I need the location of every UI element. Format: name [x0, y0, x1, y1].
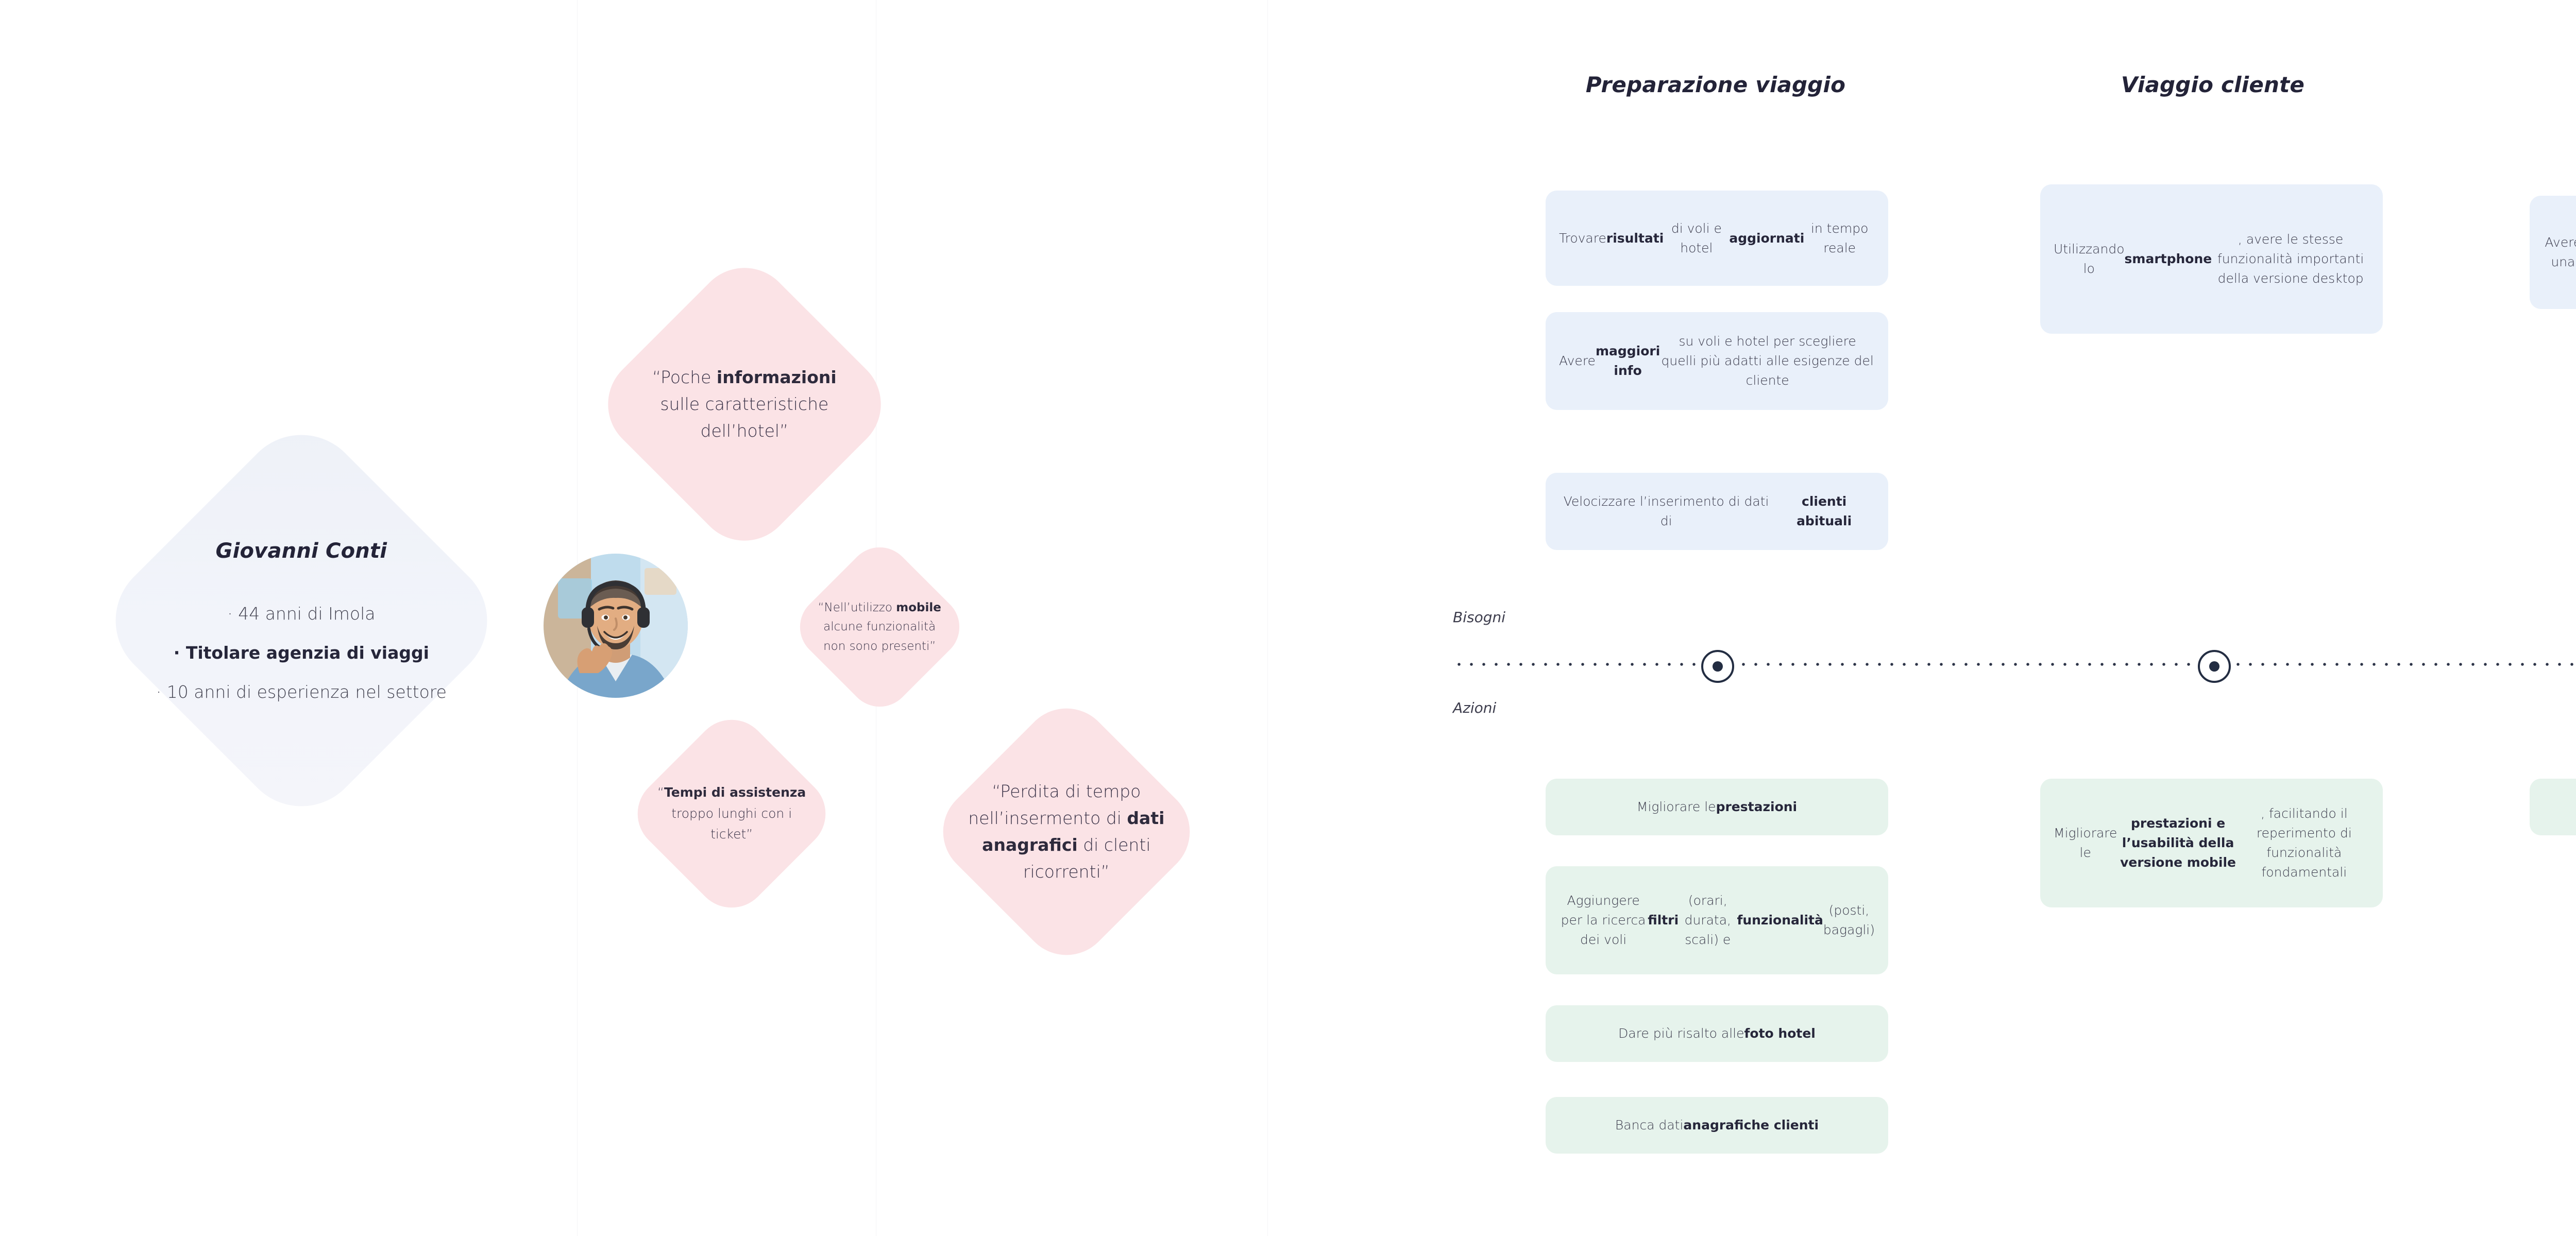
pain-point-support-tickets-text: “Tempi di assistenza troppo lunghi con i…: [657, 785, 806, 842]
pain-point-support-tickets: “Tempi di assistenza troppo lunghi con i…: [622, 704, 841, 923]
action-card[interactable]: Migliorare le prestazioni e l’usabilità …: [2040, 779, 2383, 907]
need-card[interactable]: Trovare risultati di voli e hotel aggior…: [1546, 191, 1888, 286]
pain-point-hotel-info: “Poche informazioni sulle caratteristich…: [587, 247, 902, 561]
pain-point-data-entry-text: “Perdita di tempo nell’insermento di dat…: [968, 781, 1165, 882]
axis-label-azioni: Azioni: [1453, 699, 1497, 716]
action-card[interactable]: Creare reportistica: [2530, 779, 2576, 835]
action-card[interactable]: Banca dati anagrafiche clienti: [1546, 1097, 1888, 1154]
column-header-preparazione: Preparazione viaggio: [1585, 72, 1846, 97]
pain-point-mobile-features-text: “Nell’utilizzo mobile alcune funzionalit…: [818, 600, 942, 653]
action-card[interactable]: Aggiungere per la ricerca dei voli filtr…: [1546, 866, 1888, 974]
need-card[interactable]: Utilizzando lo smartphone, avere le stes…: [2040, 184, 2383, 334]
journey-panel: Preparazione viaggio Viaggio cliente Pos…: [1443, 0, 2576, 1236]
pain-point-hotel-info-text: “Poche informazioni sulle caratteristich…: [652, 367, 837, 441]
timeline-milestone[interactable]: [2198, 650, 2231, 683]
persona-detail-role: · Titolare agenzia di viaggi: [173, 642, 430, 663]
action-card[interactable]: Dare più risalto alle foto hotel: [1546, 1005, 1888, 1062]
action-card[interactable]: Migliorare le prestazioni: [1546, 779, 1888, 835]
pain-point-mobile-features: “Nell’utilizzo mobile alcune funzionalit…: [787, 534, 973, 720]
persona-card: Giovanni Conti · 44 anni di Imola · Tito…: [90, 409, 513, 832]
need-card[interactable]: Avere maggiori info su voli e hotel per …: [1546, 312, 1888, 410]
need-card[interactable]: Velocizzare l’inserimento di dati di cli…: [1546, 473, 1888, 550]
journey-timeline: [1453, 662, 2576, 666]
column-header-post: Post viaggio: [2496, 72, 2576, 97]
persona-detail-experience: · 10 anni di esperienza nel settore: [156, 682, 447, 702]
persona-detail-age: · 44 anni di Imola: [227, 603, 376, 624]
persona-avatar: [544, 554, 688, 698]
persona-card-content: Giovanni Conti · 44 anni di Imola · Tito…: [152, 523, 451, 718]
need-card[interactable]: Avere una reportistica divisa per singol…: [2530, 196, 2576, 309]
column-header-viaggio: Viaggio cliente: [2121, 72, 2305, 97]
persona-name: Giovanni Conti: [215, 539, 387, 563]
pain-point-data-entry: “Perdita di tempo nell’insermento di dat…: [924, 690, 1209, 974]
column-guide: [1267, 0, 1268, 1236]
timeline-milestone[interactable]: [1701, 650, 1734, 683]
axis-label-bisogni: Bisogni: [1453, 609, 1506, 626]
